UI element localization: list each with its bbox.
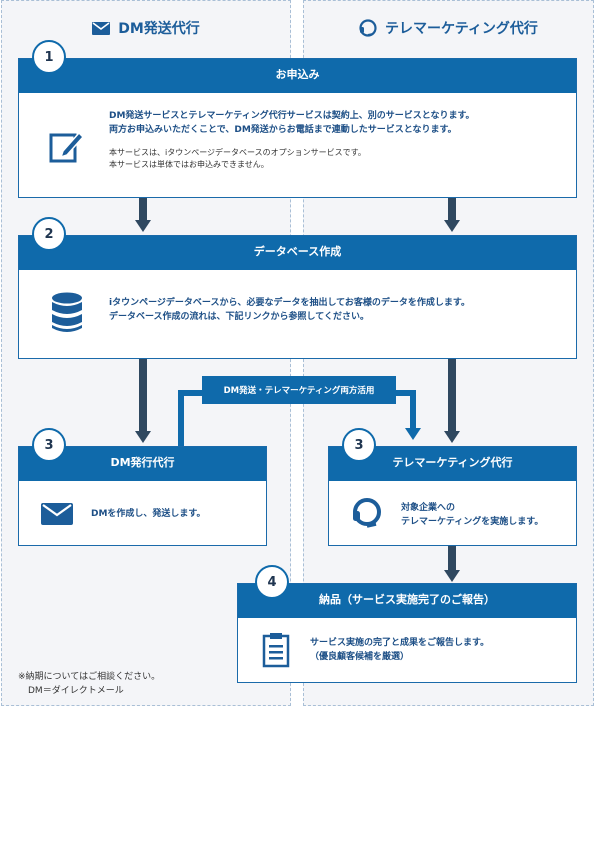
arrow-head [444, 220, 460, 232]
envelope-icon [41, 503, 73, 525]
step-apply-line: DM発送サービスとテレマーケティング代行サービスは契約上、別のサービスとなります… [109, 111, 475, 121]
step-database-line: iタウンページデータベースから、必要なデータを抽出してお客様のデータを作成します… [109, 298, 471, 308]
envelope-icon [92, 21, 111, 35]
step-database-description: iタウンページデータベースから、必要なデータを抽出してお客様のデータを作成します… [109, 296, 569, 324]
headset-icon [359, 19, 377, 37]
both-connector-line [410, 390, 416, 428]
both-services-label: DM発送・テレマーケティング両方活用 [202, 376, 396, 404]
tele-column-title: テレマーケティング代行 [385, 21, 538, 37]
step-dm-description: DMを作成し、発送します。 [91, 507, 261, 521]
both-connector-line [178, 390, 206, 396]
step-apply-description: DM発送サービスとテレマーケティング代行サービスは契約上、別のサービスとなります… [109, 109, 569, 137]
arrow-shaft [448, 359, 456, 431]
step-apply-notes: 本サービスは、iタウンページデータベースのオプションサービスです。 本サービスは… [109, 147, 569, 171]
footnote: ※納期についてはご相談ください。 [18, 672, 161, 682]
step-apply-title: お申込み [19, 59, 576, 93]
step-apply-box: お申込み DM発送サービスとテレマーケティング代行サービスは契約上、別のサービス… [18, 58, 577, 198]
arrow-head [135, 431, 151, 443]
headset-icon [353, 498, 381, 528]
step-tele-line: テレマーケティングを実施します。 [401, 517, 544, 527]
step-number: 1 [32, 40, 66, 74]
step-database-line: データベース作成の流れは、下記リンクから参照してください。 [109, 312, 370, 322]
pen-paper-icon [49, 131, 85, 163]
arrow-shaft [448, 546, 456, 570]
step-dm-line: DMを作成し、発送します。 [91, 509, 206, 519]
step-report-box: 納品（サービス実施完了のご報告） サービス実施の完了と成果をご報告します。 （優… [237, 583, 577, 683]
step-report-line: （優良顧客候補を厳選） [310, 652, 410, 662]
step-number: 3 [342, 428, 376, 462]
database-icon [52, 292, 82, 332]
step-number: 3 [32, 428, 66, 462]
arrow-head [135, 220, 151, 232]
footnote: DM＝ダイレクトメール [28, 686, 124, 696]
step-dm-box: DM発行代行 DMを作成し、発送します。 [18, 446, 267, 546]
step-apply-note: 本サービスは、iタウンページデータベースのオプションサービスです。 [109, 148, 366, 157]
tele-column-header: テレマーケティング代行 [303, 14, 594, 42]
step-number: 4 [255, 565, 289, 599]
dm-column-title: DM発送代行 [118, 21, 200, 37]
step-tele-box: テレマーケティング代行 対象企業への テレマーケティングを実施します。 [328, 446, 577, 546]
step-tele-description: 対象企業への テレマーケティングを実施します。 [401, 501, 576, 529]
step-tele-line: 対象企業への [401, 503, 456, 513]
clipboard-icon [262, 633, 290, 668]
step-report-line: サービス実施の完了と成果をご報告します。 [310, 638, 490, 648]
step-apply-note: 本サービスは単体ではお申込みできません。 [109, 160, 269, 169]
footnotes: ※納期についてはご相談ください。 DM＝ダイレクトメール [18, 670, 160, 698]
step-report-title: 納品（サービス実施完了のご報告） [238, 584, 576, 618]
arrow-shaft [139, 198, 147, 220]
both-connector-line [392, 390, 416, 396]
both-connector-line [178, 390, 184, 446]
step-apply-line: 両方お申込みいただくことで、DM発送からお電話まで連動したサービスとなります。 [109, 125, 457, 135]
step-report-description: サービス実施の完了と成果をご報告します。 （優良顧客候補を厳選） [310, 636, 570, 664]
arrow-head [444, 570, 460, 582]
step-database-box: データベース作成 iタウンページデータベースから、必要なデータを抽出してお客様の… [18, 235, 577, 359]
step-number: 2 [32, 217, 66, 251]
both-arrow-head [405, 428, 421, 440]
arrow-shaft [448, 198, 456, 220]
arrow-shaft [139, 359, 147, 431]
step-database-title: データベース作成 [19, 236, 576, 270]
arrow-head [444, 431, 460, 443]
dm-column-header: DM発送代行 [1, 14, 291, 42]
